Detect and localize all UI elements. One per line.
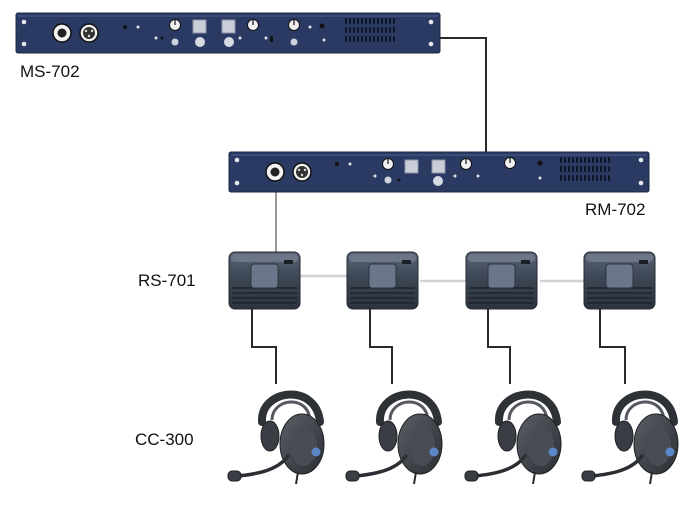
rack-screw-icon xyxy=(21,19,27,25)
rack-screw-icon xyxy=(234,180,240,186)
rack-screw-icon xyxy=(638,157,644,163)
headset-cc-300-icon xyxy=(581,390,679,485)
headset-cc-300-icon xyxy=(345,390,443,485)
beltpack-rs-701 xyxy=(228,251,301,310)
headset-cc-300-icon xyxy=(464,390,562,485)
cable-rs4-hs4 xyxy=(599,308,626,384)
rs-701-label: RS-701 xyxy=(138,271,196,290)
cable-ms-to-rm xyxy=(438,37,487,152)
cc-300-label: CC-300 xyxy=(135,430,194,449)
call-button-icon xyxy=(221,19,236,34)
beltpack-group xyxy=(228,251,656,310)
rack-screw-icon xyxy=(428,41,434,47)
beltpack-rs-701 xyxy=(465,251,538,310)
headset-cc-300-icon xyxy=(227,390,325,485)
call-button-icon xyxy=(431,159,446,174)
cable-rs3-hs3 xyxy=(487,308,511,384)
cable-group xyxy=(251,37,626,384)
cable-rs2-hs2 xyxy=(369,308,393,384)
speaker-grille-icon xyxy=(560,157,610,181)
rm-702-label: RM-702 xyxy=(585,200,646,219)
ms-702-label: MS-702 xyxy=(20,62,80,81)
beltpack-rs-701 xyxy=(346,251,419,310)
ms-702-rack-panel xyxy=(15,12,441,54)
talk-button-icon xyxy=(404,159,419,174)
speaker-grille-icon xyxy=(345,18,395,42)
talk-button-icon xyxy=(192,19,207,34)
rack-screw-icon xyxy=(428,19,434,25)
rack-screw-icon xyxy=(638,180,644,186)
rm-702-rack-panel xyxy=(228,151,650,193)
rack-screw-icon xyxy=(21,41,27,47)
rack-screw-icon xyxy=(234,157,240,163)
headset-group xyxy=(227,390,679,485)
beltpack-rs-701 xyxy=(583,251,656,310)
cable-rs1-hs1 xyxy=(251,308,277,384)
